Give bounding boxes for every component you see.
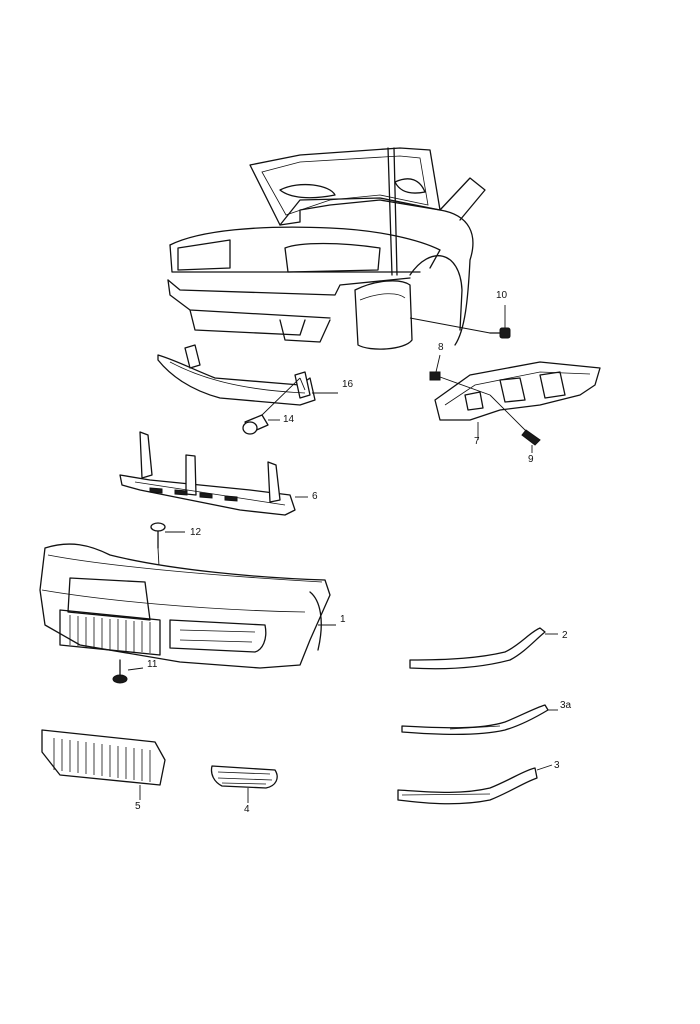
part-5-grille: 5 xyxy=(41,729,166,812)
part-3-trim-strip: 3 xyxy=(397,760,560,805)
part-4-side-grille: 4 xyxy=(210,765,278,815)
callout-5: 5 xyxy=(135,801,141,812)
callout-11: 11 xyxy=(147,659,158,670)
part-1-front-bumper: 1 xyxy=(39,543,346,669)
callout-3a: 3a xyxy=(560,700,572,711)
callout-3: 3 xyxy=(554,760,560,771)
callout-9: 9 xyxy=(528,454,534,465)
callout-12: 12 xyxy=(190,527,202,538)
callout-1: 1 xyxy=(340,614,346,625)
callout-14: 14 xyxy=(283,414,295,425)
part-14-clip: 14 xyxy=(242,377,301,435)
callout-2: 2 xyxy=(562,630,568,641)
part-2-trim-strip: 2 xyxy=(409,627,568,670)
part-7-bracket: 7 xyxy=(434,361,601,447)
part-3a-trim-strip: 3a xyxy=(401,700,572,736)
bumper-grille-slats xyxy=(69,615,151,653)
callout-7: 7 xyxy=(474,436,480,447)
callout-8: 8 xyxy=(438,342,444,353)
car-front-illustration xyxy=(167,147,491,350)
callout-6: 6 xyxy=(312,491,318,502)
callout-16: 16 xyxy=(342,379,354,390)
part-9-screw: 9 xyxy=(489,394,541,465)
callout-10: 10 xyxy=(496,290,508,301)
callout-4: 4 xyxy=(244,804,250,815)
part-8-clip-nut: 8 xyxy=(429,342,491,396)
part-16-impact-absorber: 16 xyxy=(157,344,354,406)
part-10-bolt: 10 xyxy=(489,290,511,339)
part-6-bumper-support: 6 xyxy=(119,431,318,516)
part-11-screw: 11 xyxy=(112,659,158,684)
